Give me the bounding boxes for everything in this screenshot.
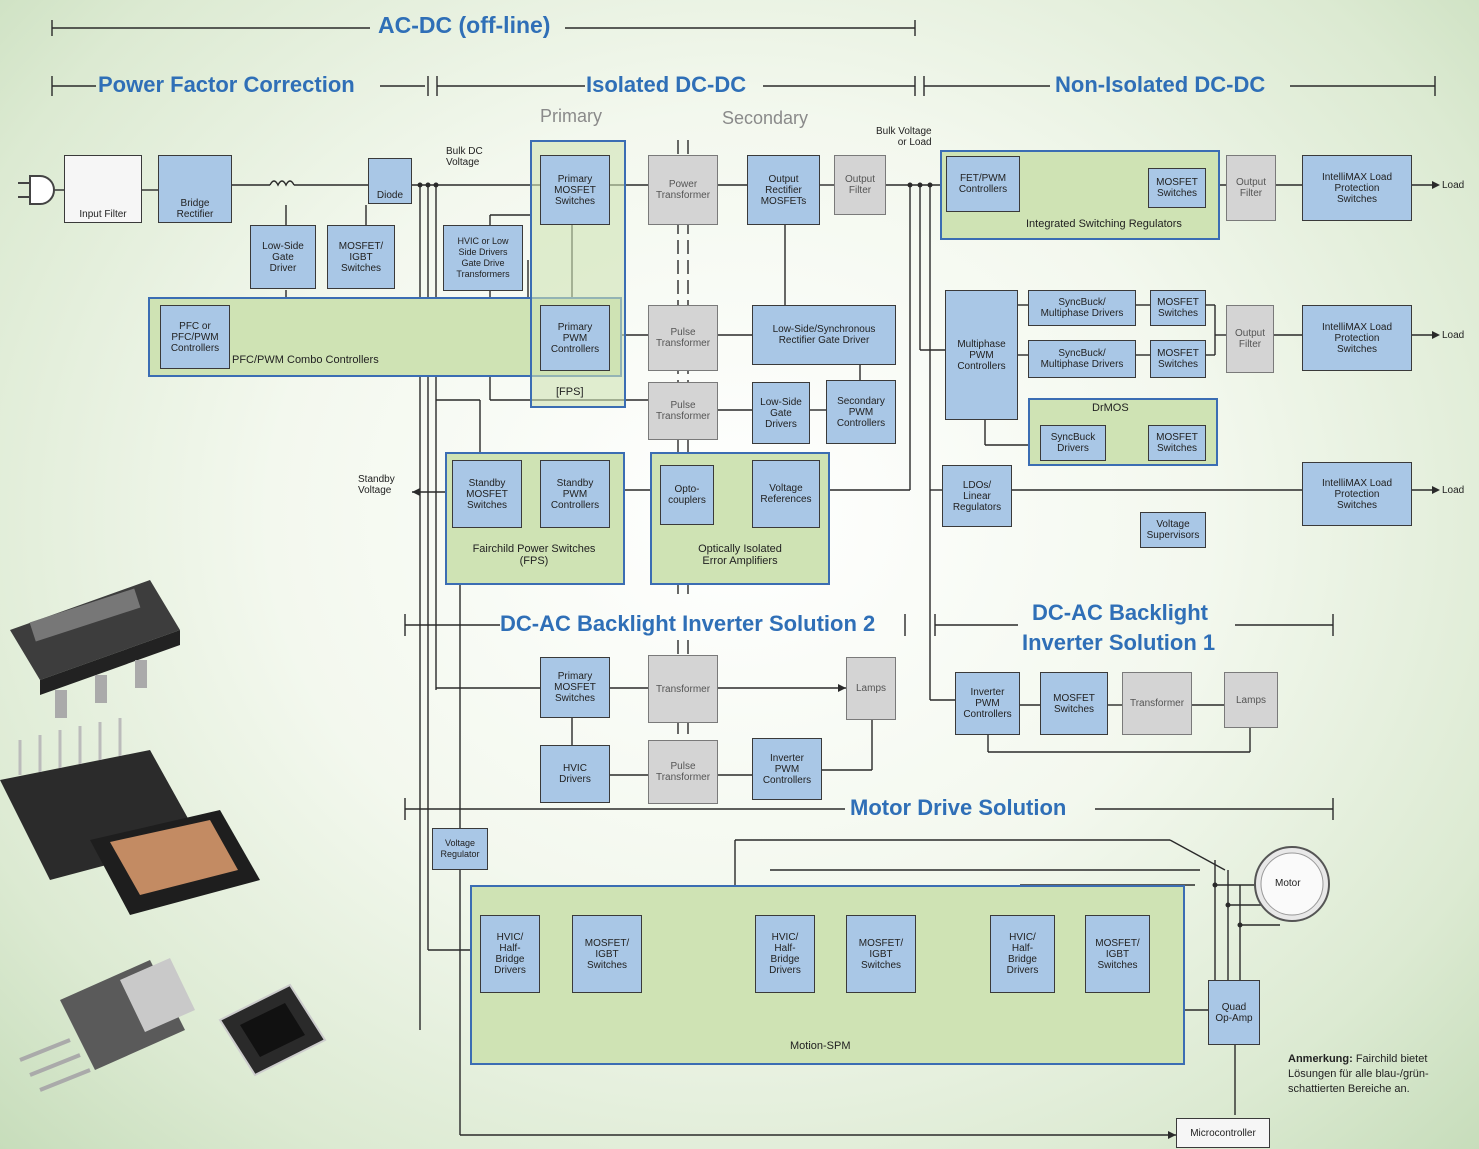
- low-side-gate-drivers-block: Low-Side Gate Drivers: [752, 382, 810, 444]
- intellimax-3-block: IntelliMAX Load Protection Switches: [1302, 462, 1412, 526]
- inverter-pwm-2-block: Inverter PWM Controllers: [752, 738, 822, 800]
- pulse-transformer-2-block: Pulse Transformer: [648, 382, 718, 440]
- hvic-half-bridge-1-block: HVIC/ Half- Bridge Drivers: [480, 915, 540, 993]
- region-fps-label: Fairchild Power Switches (FPS): [454, 543, 614, 567]
- primary-mosfet-2-block: Primary MOSFET Switches: [540, 657, 610, 718]
- microcontroller-block: Microcontroller: [1176, 1118, 1270, 1148]
- inverter-pwm-1-block: Inverter PWM Controllers: [955, 672, 1020, 735]
- standby-pwm-block: Standby PWM Controllers: [540, 460, 610, 528]
- fet-pwm-controllers-block: FET/PWM Controllers: [946, 156, 1020, 212]
- pulse-transformer-1-block: Pulse Transformer: [648, 305, 718, 371]
- label-load-2: Load: [1442, 330, 1464, 341]
- label-load-1: Load: [1442, 180, 1464, 191]
- label-load-3: Load: [1442, 485, 1464, 496]
- bridge-rectifier-block: Bridge Rectifier: [158, 155, 232, 223]
- ldo-regulators-block: LDOs/ Linear Regulators: [942, 465, 1012, 527]
- label-bulk-load: Bulk Voltage or Load: [876, 126, 932, 148]
- syncbuck-drivers-1-block: SyncBuck/ Multiphase Drivers: [1028, 290, 1136, 326]
- mosfet-igbt-switches-block: MOSFET/ IGBT Switches: [327, 225, 395, 289]
- ic-package-1: [10, 580, 180, 718]
- mosfet-igbt-1-block: MOSFET/ IGBT Switches: [572, 915, 642, 993]
- section-nonisolated: Non-Isolated DC-DC: [1055, 72, 1265, 98]
- region-isr-label: Integrated Switching Regulators: [1026, 218, 1182, 230]
- mosfet-switches-3-block: MOSFET Switches: [1150, 340, 1206, 378]
- lamps-1-block: Lamps: [1224, 672, 1278, 728]
- secondary-pwm-block: Secondary PWM Controllers: [826, 380, 896, 444]
- section-isolated: Isolated DC-DC: [586, 72, 746, 98]
- hvic-half-bridge-3-block: HVIC/ Half- Bridge Drivers: [990, 915, 1055, 993]
- note-bold: Anmerkung:: [1288, 1053, 1353, 1065]
- quad-opamp-block: Quad Op-Amp: [1208, 980, 1260, 1045]
- region-pfc-combo-label: PFC/PWM Combo Controllers: [232, 354, 379, 366]
- label-primary: Primary: [540, 106, 602, 127]
- label-bulk-dc: Bulk DC Voltage: [446, 146, 483, 168]
- optocoupler-block: Opto- couplers: [660, 465, 714, 525]
- lamps-2-block: Lamps: [846, 657, 896, 720]
- section-acdc: AC-DC (off-line): [378, 12, 550, 39]
- pfc-controllers-block: PFC or PFC/PWM Controllers: [160, 305, 230, 369]
- label-secondary: Secondary: [722, 108, 808, 129]
- voltage-supervisor-block: Voltage Supervisors: [1140, 512, 1206, 548]
- hvic-drivers-2-block: HVIC Drivers: [540, 745, 610, 803]
- mosfet-igbt-3-block: MOSFET/ IGBT Switches: [1085, 915, 1150, 993]
- note-text: Anmerkung: Fairchild bietet Lösungen für…: [1288, 1052, 1468, 1097]
- voltage-regulator-block: Voltage Regulator: [432, 828, 488, 870]
- section-pfc: Power Factor Correction: [98, 72, 355, 98]
- voltage-reference-block: Voltage References: [752, 460, 820, 528]
- transformer-2-block: Transformer: [648, 655, 718, 723]
- section-backlight1-line1: DC-AC Backlight: [1032, 600, 1208, 626]
- primary-pwm-block: Primary PWM Controllers: [540, 305, 610, 371]
- intellimax-2-block: IntelliMAX Load Protection Switches: [1302, 305, 1412, 371]
- hvic-drivers-block: HVIC or Low Side Drivers Gate Drive Tran…: [443, 225, 523, 291]
- hvic-half-bridge-2-block: HVIC/ Half- Bridge Drivers: [755, 915, 815, 993]
- primary-mosfet-block: Primary MOSFET Switches: [540, 155, 610, 225]
- power-module: [0, 718, 260, 915]
- input-filter-block: Input Filter: [64, 155, 142, 223]
- low-side-gate-driver-block: Low-Side Gate Driver: [250, 225, 316, 289]
- section-backlight2: DC-AC Backlight Inverter Solution 2: [500, 611, 875, 637]
- section-motor: Motor Drive Solution: [850, 795, 1066, 821]
- region-drmos-label: DrMOS: [1092, 402, 1129, 414]
- output-filter-3-block: Output Filter: [1226, 305, 1274, 373]
- transformer-1-block: Transformer: [1122, 672, 1192, 735]
- component-photos-image: [0, 580, 330, 1149]
- output-filter-2-block: Output Filter: [1226, 155, 1276, 221]
- label-standby-voltage: Standby Voltage: [358, 474, 395, 496]
- output-rectifier-block: Output Rectifier MOSFETs: [747, 155, 820, 225]
- syncbuck-drivers-3-block: SyncBuck Drivers: [1040, 425, 1106, 461]
- multiphase-pwm-block: Multiphase PWM Controllers: [945, 290, 1018, 420]
- motor-label: Motor: [1275, 878, 1301, 889]
- region-opto-iso-label: Optically Isolated Error Amplifiers: [660, 543, 820, 567]
- power-transformer-block: Power Transformer: [648, 155, 718, 225]
- output-filter-1-block: Output Filter: [834, 155, 886, 215]
- standby-mosfet-block: Standby MOSFET Switches: [452, 460, 522, 528]
- intellimax-1-block: IntelliMAX Load Protection Switches: [1302, 155, 1412, 221]
- to220-package: [20, 958, 195, 1090]
- mosfet-switches-2-block: MOSFET Switches: [1150, 290, 1206, 326]
- section-backlight1-line2: Inverter Solution 1: [1022, 630, 1215, 656]
- qfn-package: [220, 985, 325, 1075]
- syncbuck-drivers-2-block: SyncBuck/ Multiphase Drivers: [1028, 340, 1136, 378]
- mosfet-switches-1-block: MOSFET Switches: [1148, 168, 1206, 208]
- sync-rectifier-driver-block: Low-Side/Synchronous Rectifier Gate Driv…: [752, 305, 896, 365]
- mosfet-switches-4-block: MOSFET Switches: [1148, 425, 1206, 461]
- mosfet-switches-5-block: MOSFET Switches: [1040, 672, 1108, 735]
- region-spm-label: Motion-SPM: [790, 1040, 851, 1052]
- pulse-transformer-3-block: Pulse Transformer: [648, 740, 718, 804]
- region-fps-top-label: [FPS]: [556, 386, 584, 398]
- input-filter-label: Input Filter: [79, 209, 126, 220]
- diode-block: Diode: [368, 158, 412, 204]
- ac-plug-icon: [18, 176, 54, 204]
- mosfet-igbt-2-block: MOSFET/ IGBT Switches: [846, 915, 916, 993]
